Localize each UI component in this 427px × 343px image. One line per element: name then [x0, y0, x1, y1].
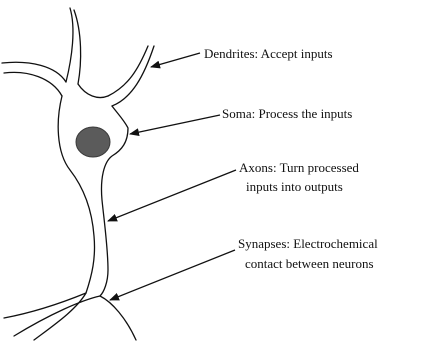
nucleus — [76, 127, 110, 157]
soma-arrow — [130, 115, 220, 134]
axons-label-line2: inputs into outputs — [246, 179, 343, 194]
dendrites-label: Dendrites: Accept inputs — [204, 46, 333, 61]
synapses-label-line2: contact between neurons — [245, 256, 374, 271]
dendrites-arrow — [151, 53, 200, 67]
synapses-arrow — [110, 250, 235, 300]
dendrite-top-left — [66, 8, 73, 82]
dendrite-right-lower — [112, 46, 154, 106]
dendrite-left-inner — [4, 72, 62, 96]
axon-terminal-mid — [14, 296, 100, 336]
axons-arrow — [108, 170, 236, 221]
soma-label: Soma: Process the inputs — [222, 106, 352, 121]
neuron-illustration — [2, 8, 154, 340]
dendrite-right-upper — [108, 46, 148, 96]
synapses-label-line1: Synapses: Electrochemical — [238, 236, 378, 251]
pointer-arrows — [108, 53, 236, 300]
dendrite-top-right — [74, 10, 81, 84]
axons-label-line1: Axons: Turn processed — [239, 160, 359, 175]
dendrite-notch — [78, 84, 108, 98]
